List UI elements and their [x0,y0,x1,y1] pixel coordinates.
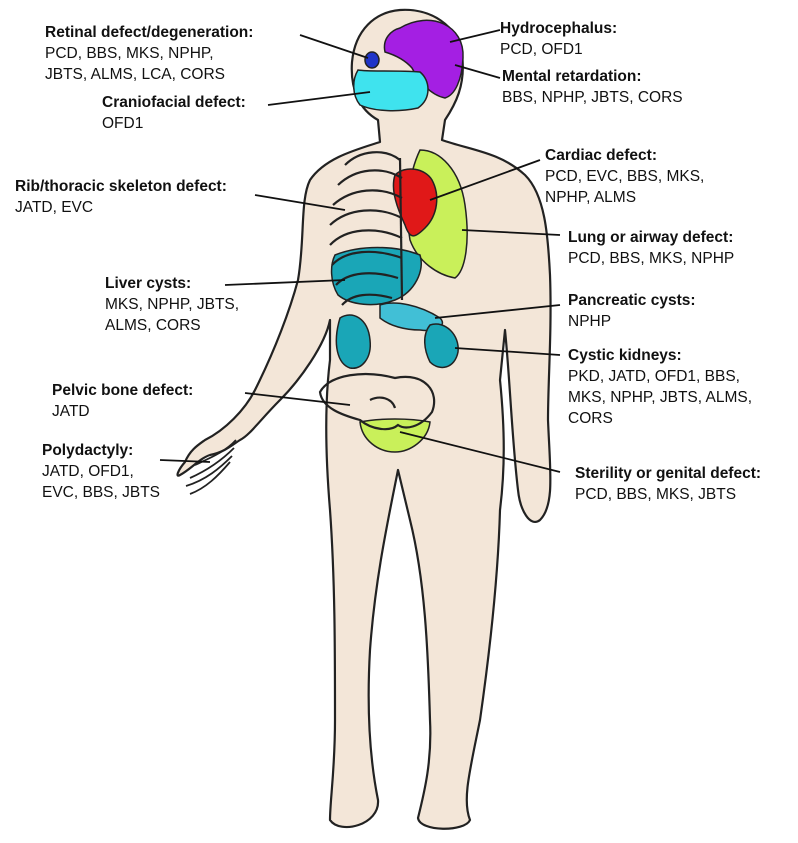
kidney-left [336,315,370,368]
label-cardiac: Cardiac defect: PCD, EVC, BBS, MKS, NPHP… [545,145,704,208]
label-mental: Mental retardation: BBS, NPHP, JBTS, COR… [502,66,683,108]
label-pelvic-line-1: JATD [52,401,193,422]
label-kidney: Cystic kidneys: PKD, JATD, OFD1, BBS, MK… [568,345,752,429]
label-lung: Lung or airway defect: PCD, BBS, MKS, NP… [568,227,734,269]
label-polydactyly-line-2: EVC, BBS, JBTS [42,482,160,503]
label-polydactyly-title: Polydactyly: [42,440,160,461]
label-liver: Liver cysts: MKS, NPHP, JBTS, ALMS, CORS [105,273,239,336]
label-sterility-line-1: PCD, BBS, MKS, JBTS [575,484,761,505]
label-rib-line-1: JATD, EVC [15,197,227,218]
label-craniofacial-title: Craniofacial defect: [102,92,246,113]
face-region [354,70,428,111]
label-lung-title: Lung or airway defect: [568,227,734,248]
label-retinal-line-2: JBTS, ALMS, LCA, CORS [45,64,253,85]
label-hydrocephalus-line-1: PCD, OFD1 [500,39,617,60]
label-cardiac-line-2: NPHP, ALMS [545,187,704,208]
label-hydrocephalus: Hydrocephalus: PCD, OFD1 [500,18,617,60]
label-hydrocephalus-title: Hydrocephalus: [500,18,617,39]
eye-region [365,52,379,68]
label-pancreatic-title: Pancreatic cysts: [568,290,696,311]
label-kidney-line-2: MKS, NPHP, JBTS, ALMS, [568,387,752,408]
label-pelvic: Pelvic bone defect: JATD [52,380,193,422]
leader-polydactyly [160,460,210,462]
label-retinal: Retinal defect/degeneration: PCD, BBS, M… [45,22,253,85]
leader-craniofacial [268,92,370,105]
label-retinal-line-1: PCD, BBS, MKS, NPHP, [45,43,253,64]
label-lung-line-1: PCD, BBS, MKS, NPHP [568,248,734,269]
label-kidney-line-1: PKD, JATD, OFD1, BBS, [568,366,752,387]
label-liver-title: Liver cysts: [105,273,239,294]
label-liver-line-2: ALMS, CORS [105,315,239,336]
label-pancreatic-line-1: NPHP [568,311,696,332]
label-sterility: Sterility or genital defect: PCD, BBS, M… [575,463,761,505]
label-liver-line-1: MKS, NPHP, JBTS, [105,294,239,315]
label-mental-title: Mental retardation: [502,66,683,87]
label-polydactyly-line-1: JATD, OFD1, [42,461,160,482]
label-cardiac-line-1: PCD, EVC, BBS, MKS, [545,166,704,187]
label-craniofacial: Craniofacial defect: OFD1 [102,92,246,134]
label-kidney-title: Cystic kidneys: [568,345,752,366]
label-retinal-title: Retinal defect/degeneration: [45,22,253,43]
label-rib: Rib/thoracic skeleton defect: JATD, EVC [15,176,227,218]
label-craniofacial-line-1: OFD1 [102,113,246,134]
label-rib-title: Rib/thoracic skeleton defect: [15,176,227,197]
label-sterility-title: Sterility or genital defect: [575,463,761,484]
label-polydactyly: Polydactyly: JATD, OFD1, EVC, BBS, JBTS [42,440,160,503]
label-kidney-line-3: CORS [568,408,752,429]
label-cardiac-title: Cardiac defect: [545,145,704,166]
label-pelvic-title: Pelvic bone defect: [52,380,193,401]
label-mental-line-1: BBS, NPHP, JBTS, CORS [502,87,683,108]
label-pancreatic: Pancreatic cysts: NPHP [568,290,696,332]
